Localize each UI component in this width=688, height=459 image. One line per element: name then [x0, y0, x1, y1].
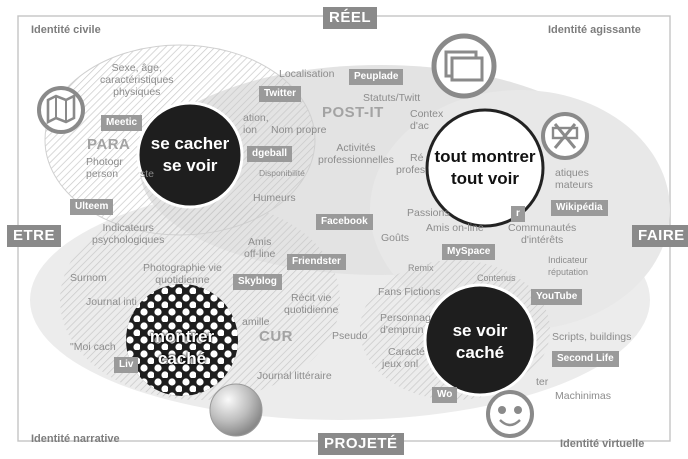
- label-remix: Remix: [408, 263, 434, 273]
- circle-se-cacher: [136, 101, 244, 209]
- label-passions: Passions: [407, 207, 450, 219]
- label-surnom: Surnom: [70, 272, 107, 284]
- axis-projete: PROJETÉ: [318, 433, 404, 455]
- label-nom-propre: Nom propre: [271, 124, 327, 136]
- label-ste: ste: [140, 168, 155, 180]
- label-contenus: Contenus: [477, 273, 516, 283]
- label-ter: ter: [536, 376, 549, 388]
- circle-montrer-cache-dots: [126, 284, 238, 396]
- tag-friendster[interactable]: Friendster: [287, 254, 346, 270]
- region-paravent: PARA: [87, 136, 131, 153]
- label-gouts: Goûts: [381, 232, 410, 244]
- circle-se-voir-cache: [423, 283, 537, 397]
- axis-faire: FAIRE: [632, 225, 688, 247]
- tag-dodgeball[interactable]: dgeball: [247, 146, 293, 162]
- label-statuts: Statuts/Twitt: [363, 92, 421, 104]
- label-ation: ation,ion: [243, 112, 269, 136]
- tag-myspace[interactable]: MySpace: [442, 244, 496, 260]
- corner-identite-agissante: Identité agissante: [548, 24, 641, 36]
- axis-etre: ETRE: [7, 225, 62, 247]
- label-localisation: Localisation: [279, 68, 335, 80]
- region-clair-obscur: CUR: [259, 328, 293, 345]
- corner-identite-virtuelle: Identité virtuelle: [560, 438, 645, 450]
- label-disponibilite: Disponibilité: [259, 168, 305, 178]
- label-journal-litteraire: Journal littéraire: [257, 370, 332, 382]
- sphere-icon: [209, 383, 263, 437]
- tag-wikipedia[interactable]: Wikipédia: [551, 200, 608, 216]
- signpost-icon: [541, 112, 589, 160]
- map-icon: [37, 86, 85, 134]
- label-pseudo: Pseudo: [332, 330, 368, 342]
- label-fans-fictions: Fans Fictions: [378, 286, 441, 298]
- tag-ulteem[interactable]: Ulteem: [70, 199, 114, 215]
- tag-twitter[interactable]: Twitter: [259, 86, 302, 102]
- corner-identite-narrative: Identité narrative: [31, 433, 120, 445]
- region-postit: POST-IT: [322, 104, 384, 121]
- tag-skyblog[interactable]: Skyblog: [233, 274, 282, 290]
- label-scripts: Scripts, buildings: [552, 331, 632, 343]
- label-journal-int: Journal inti: [86, 296, 137, 308]
- label-moi-cache: "Moi cach: [70, 341, 116, 353]
- tag-meetic[interactable]: Meetic: [101, 115, 143, 131]
- circle-tout-montrer: [425, 108, 545, 228]
- corner-identite-civile: Identité civile: [31, 24, 101, 36]
- label-amis-online: Amis on-line: [426, 222, 484, 234]
- label-famille: amille: [242, 316, 270, 328]
- window-icon: [431, 33, 497, 99]
- tag-tr[interactable]: r: [511, 206, 525, 222]
- label-machinimas: Machinimas: [555, 390, 612, 402]
- axis-reel: RÉEL: [323, 7, 378, 29]
- tag-facebook[interactable]: Facebook: [316, 214, 373, 230]
- label-humeurs: Humeurs: [253, 192, 296, 204]
- tag-second-life[interactable]: Second Life: [552, 351, 619, 367]
- mask-icon: [486, 390, 534, 438]
- tag-liv[interactable]: Liv: [114, 357, 139, 373]
- tag-wo[interactable]: Wo: [432, 387, 458, 403]
- tag-youtube[interactable]: YouTube: [531, 289, 583, 305]
- tag-peuplade[interactable]: Peuplade: [349, 69, 404, 85]
